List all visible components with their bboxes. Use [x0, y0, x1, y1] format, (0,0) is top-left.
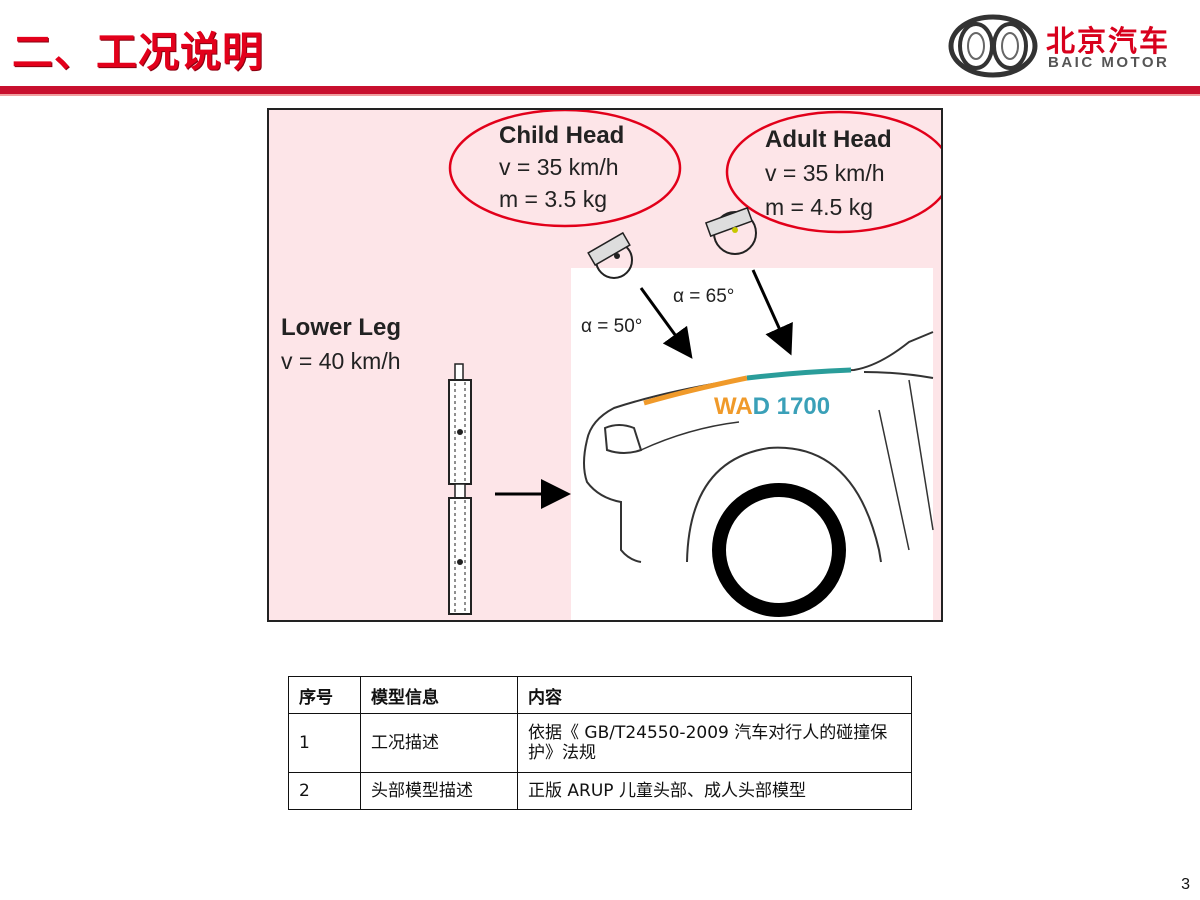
- logo-chinese-text: 北京汽车: [1046, 24, 1171, 58]
- bumper-line: [583, 439, 642, 563]
- child-impact-arrow: [639, 287, 693, 359]
- adult-head-impactor-icon: [704, 206, 757, 255]
- table-row: 1 工况描述 依据《 GB/T24550-2009 汽车对行人的碰撞保护》法规: [288, 713, 912, 773]
- adult-head-title: Adult Head: [765, 126, 892, 153]
- table-cell: 2: [288, 772, 361, 810]
- impact-diagram: Child Head v = 35 km/h m = 3.5 kg Adult …: [267, 108, 943, 622]
- table-cell: 工况描述: [360, 713, 518, 773]
- door-lines: [878, 379, 934, 551]
- wheel-arch: [686, 446, 882, 563]
- child-head-velocity: v = 35 km/h: [499, 154, 619, 180]
- child-head-title: Child Head: [499, 122, 625, 149]
- header-divider-shadow: [0, 94, 1200, 96]
- adult-impact-arrow: [751, 269, 793, 356]
- table-header-row: 序号 模型信息 内容: [288, 676, 912, 714]
- table-cell: 1: [288, 713, 361, 773]
- hood-crease: [640, 421, 740, 451]
- child-head-mass: m = 3.5 kg: [499, 186, 608, 212]
- adult-head-circle: [725, 110, 941, 234]
- wad-label-part1: WA: [714, 393, 753, 420]
- wad-label: WAD 1700: [714, 393, 830, 421]
- lower-leg-impactor-icon: [448, 363, 472, 615]
- baic-logo: 北京汽车 BAIC MOTOR: [948, 14, 1188, 78]
- table-header-cell: 模型信息: [360, 676, 518, 714]
- baic-emblem-icon: [948, 14, 1038, 78]
- page-title: 二、工况说明: [12, 28, 264, 76]
- lower-leg-title: Lower Leg: [281, 314, 402, 341]
- table-cell: 依据《 GB/T24550-2009 汽车对行人的碰撞保护》法规: [517, 713, 912, 773]
- child-angle-label: α = 50°: [581, 316, 643, 337]
- impact-diagram-graphics: [448, 110, 941, 620]
- child-head-impactor-icon: [587, 231, 633, 279]
- wheel-tire: [712, 483, 846, 617]
- table-header-cell: 内容: [517, 676, 912, 714]
- table-header-cell: 序号: [288, 676, 361, 714]
- table-cell: 正版 ARUP 儿童头部、成人头部模型: [517, 772, 912, 810]
- adult-head-mass: m = 4.5 kg: [765, 194, 874, 220]
- wad-line-orange: [643, 375, 748, 406]
- page-number: 3: [1181, 876, 1190, 893]
- adult-angle-label: α = 65°: [673, 286, 735, 307]
- adult-head-velocity: v = 35 km/h: [765, 160, 885, 186]
- table-cell: 头部模型描述: [360, 772, 518, 810]
- wad-line-teal: [746, 367, 852, 381]
- child-head-circle: [448, 110, 682, 228]
- logo-english-text: BAIC MOTOR: [1048, 54, 1170, 71]
- lower-leg-velocity: v = 40 km/h: [281, 348, 401, 374]
- table-row: 2 头部模型描述 正版 ARUP 儿童头部、成人头部模型: [288, 772, 912, 810]
- wad-label-part2: D 1700: [752, 393, 831, 420]
- windshield-base-line: [863, 371, 934, 379]
- header-divider: [0, 86, 1200, 94]
- info-table: 序号 模型信息 内容 1 工况描述 依据《 GB/T24550-2009 汽车对…: [288, 676, 912, 810]
